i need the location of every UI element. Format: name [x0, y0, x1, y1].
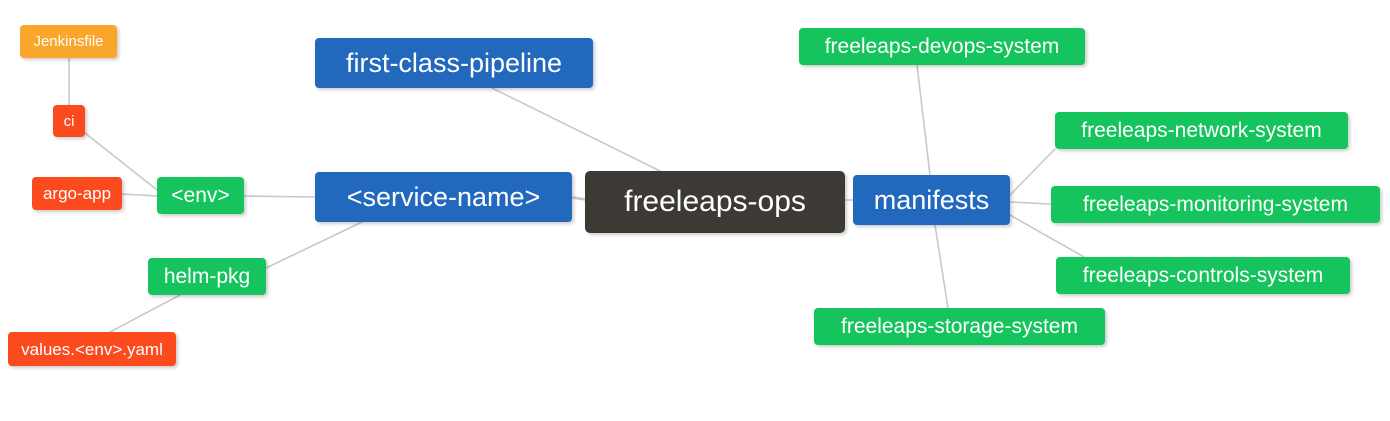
edge-helm-pkg-to-values-env-yaml: [109, 294, 181, 333]
edge-manifests-to-freeleaps-devops-system: [916, 64, 931, 176]
node-label: freeleaps-storage-system: [841, 315, 1078, 338]
edge-service-name-to-env: [243, 195, 316, 198]
node-argo-app[interactable]: argo-app: [32, 177, 122, 210]
node-label: values.<env>.yaml: [21, 339, 163, 359]
edge-env-to-argo-app: [121, 193, 158, 197]
node-label: freeleaps-controls-system: [1082, 264, 1324, 287]
node-service-name[interactable]: <service-name>: [315, 172, 572, 222]
node-label: manifests: [873, 184, 990, 215]
node-freeleaps-monitoring-system[interactable]: freeleaps-monitoring-system: [1051, 186, 1380, 223]
node-label: ci: [63, 112, 75, 130]
node-label: freeleaps-monitoring-system: [1083, 193, 1348, 216]
node-label: first-class-pipeline: [345, 47, 563, 78]
node-label: <service-name>: [346, 181, 541, 212]
node-label: freeleaps-devops-system: [824, 35, 1060, 58]
edge-manifests-to-freeleaps-network-system: [1009, 148, 1056, 196]
edge-service-name-to-helm-pkg: [265, 221, 363, 269]
edge-first-class-pipeline-to-freeleaps-ops: [491, 87, 661, 172]
node-values-env-yaml[interactable]: values.<env>.yaml: [8, 332, 176, 366]
node-ci[interactable]: ci: [53, 105, 85, 137]
edge-freeleaps-ops-to-service-name: [571, 197, 586, 201]
node-freeleaps-ops[interactable]: freeleaps-ops: [585, 171, 845, 233]
node-env[interactable]: <env>: [157, 177, 244, 214]
edge-freeleaps-ops-to-first-class-pipeline: [573, 196, 586, 200]
node-label: freeleaps-network-system: [1081, 119, 1322, 142]
node-label: Jenkinsfile: [33, 33, 104, 50]
edge-manifests-to-freeleaps-monitoring-system: [1009, 201, 1052, 205]
node-label: <env>: [171, 184, 230, 207]
node-freeleaps-storage-system[interactable]: freeleaps-storage-system: [814, 308, 1105, 345]
node-jenkinsfile[interactable]: Jenkinsfile: [20, 25, 117, 58]
edge-manifests-to-freeleaps-storage-system: [934, 224, 949, 309]
node-helm-pkg[interactable]: helm-pkg: [148, 258, 266, 295]
node-label: helm-pkg: [163, 265, 251, 288]
node-first-class-pipeline[interactable]: first-class-pipeline: [315, 38, 593, 88]
node-label: freeleaps-ops: [624, 185, 806, 218]
node-freeleaps-devops-system[interactable]: freeleaps-devops-system: [799, 28, 1085, 65]
node-label: argo-app: [42, 184, 112, 203]
node-freeleaps-controls-system[interactable]: freeleaps-controls-system: [1056, 257, 1350, 294]
node-manifests[interactable]: manifests: [853, 175, 1010, 225]
node-freeleaps-network-system[interactable]: freeleaps-network-system: [1055, 112, 1348, 149]
